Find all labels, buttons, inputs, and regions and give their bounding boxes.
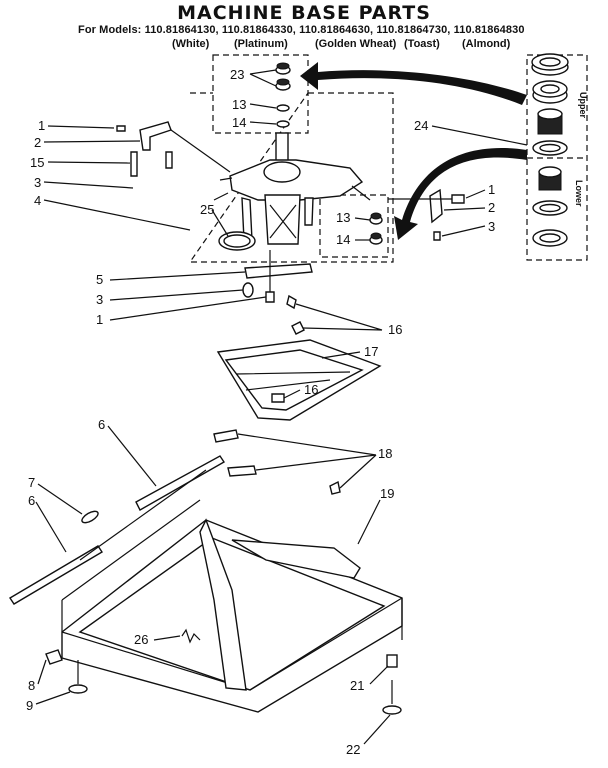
part-8: [45, 649, 63, 665]
page-title: MACHINE BASE PARTS: [177, 2, 431, 24]
callout-3b: 3: [488, 219, 495, 234]
leveling-leg-9: [68, 684, 88, 694]
spring-26: [181, 628, 201, 644]
platform-17: [216, 294, 382, 421]
drive-parts: [242, 250, 313, 303]
callout-13a: 13: [232, 97, 246, 112]
callout-2b: 2: [488, 200, 495, 215]
clips-18: [213, 429, 341, 495]
color-white: (White): [172, 38, 210, 50]
upper-bearing-set: [531, 53, 569, 156]
side-bearing-parts: [369, 212, 383, 245]
part-21: [386, 654, 398, 668]
callout-14b: 14: [336, 232, 350, 247]
rail-6-lower: [9, 545, 103, 605]
top-bearing-parts: [275, 62, 291, 128]
part-7: [81, 510, 99, 524]
callout-3a: 3: [34, 175, 41, 190]
callout-6b: 6: [28, 493, 35, 508]
callout-2a: 2: [34, 135, 41, 150]
callout-4: 4: [34, 193, 41, 208]
callout-18: 18: [378, 446, 392, 461]
callout-13b: 13: [336, 210, 350, 225]
arrow-lower-bearings: [394, 147, 527, 240]
callout-22: 22: [346, 742, 360, 757]
callout-24: 24: [414, 118, 428, 133]
callout-15: 15: [30, 155, 44, 170]
callout-14a: 14: [232, 115, 246, 130]
callout-8: 8: [28, 678, 35, 693]
color-almond: (Almond): [462, 38, 511, 50]
lower-side-label: Lower: [574, 180, 584, 207]
arrow-upper-bearings: [300, 62, 527, 105]
callout-17: 17: [364, 344, 378, 359]
color-platinum: (Platinum): [234, 38, 288, 50]
callout-6a: 6: [98, 417, 105, 432]
left-bracket-parts: [116, 121, 231, 177]
callout-25: 25: [200, 202, 214, 217]
callout-1a: 1: [38, 118, 45, 133]
upper-side-label: Upper: [578, 92, 588, 119]
color-golden-wheat: (Golden Wheat): [315, 38, 397, 50]
callout-19: 19: [380, 486, 394, 501]
leveling-leg-22: [382, 705, 402, 715]
side-bearing-group-box: [319, 194, 389, 258]
callout-7: 7: [28, 475, 35, 490]
top-bearing-group-box: [212, 54, 309, 134]
callout-16b: 16: [304, 382, 318, 397]
callout-3c: 3: [96, 292, 103, 307]
models-line: For Models: 110.81864130, 110.81864330, …: [78, 24, 525, 36]
leader-lines: [35, 69, 528, 745]
callout-23: 23: [230, 67, 244, 82]
right-bracket-parts: [388, 188, 465, 241]
callout-16a: 16: [388, 322, 402, 337]
color-toast: (Toast): [404, 38, 440, 50]
transmission-housing: [213, 132, 371, 245]
callout-1c: 1: [96, 312, 103, 327]
transmission-group-box: [188, 92, 394, 263]
callout-26: 26: [134, 632, 148, 647]
lower-bearing-set: [532, 166, 568, 247]
machine-base-frame: [61, 469, 403, 713]
callout-5: 5: [96, 272, 103, 287]
rail-6-upper: [135, 455, 225, 511]
callout-9: 9: [26, 698, 33, 713]
callout-1b: 1: [488, 182, 495, 197]
callout-21: 21: [350, 678, 364, 693]
